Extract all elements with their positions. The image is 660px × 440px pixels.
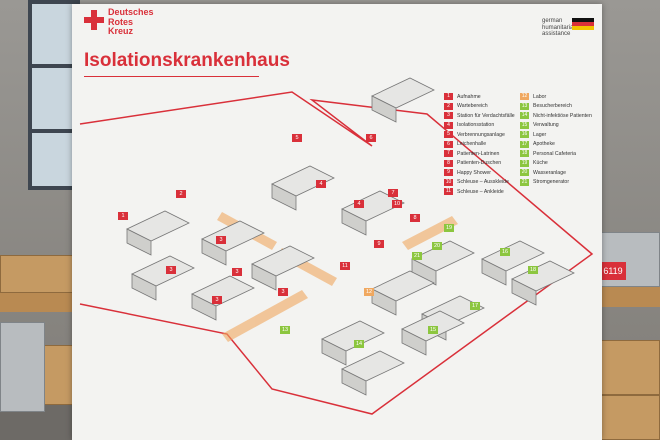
legend-item: 8 Patienten-Duschen (444, 159, 515, 169)
map-marker: 16 (500, 248, 510, 256)
map-marker: 13 (280, 326, 290, 334)
legend-label: Patienten-Latrinen (457, 151, 499, 157)
legend-label: Wasseranlage (533, 170, 566, 176)
legend-label: Schleuse – Ausskleide (457, 179, 509, 185)
legend-label: Patienten-Duschen (457, 160, 501, 166)
legend-item: 16 Lager (520, 130, 592, 140)
legend-label: Station für Verdachtsfälle (457, 113, 515, 119)
legend-number-badge: 6 (444, 141, 453, 148)
legend-item: 12 Labor (520, 92, 592, 102)
legend-item: 11 Schleuse – Ankleide (444, 187, 515, 197)
legend-label: Isolationsstation (457, 122, 494, 128)
legend-number-badge: 4 (444, 122, 453, 129)
map-marker: 6 (366, 134, 376, 142)
legend-item: 9 Happy Shower (444, 168, 515, 178)
legend-number-badge: 20 (520, 169, 529, 176)
legend-number-badge: 15 (520, 122, 529, 129)
map-marker: 3 (212, 296, 222, 304)
legend-label: Apotheke (533, 141, 555, 147)
legend-number-badge: 7 (444, 150, 453, 157)
map-marker: 12 (364, 288, 374, 296)
legend-label: Schleuse – Ankleide (457, 189, 504, 195)
map-marker: 9 (374, 240, 384, 248)
legend-number-badge: 16 (520, 131, 529, 138)
legend-label: Leichenhalle (457, 141, 486, 147)
legend-label: Verbrennungsanlage (457, 132, 505, 138)
legend-item: 7 Patienten-Latrinen (444, 149, 515, 159)
legend-number-badge: 12 (520, 93, 529, 100)
crate-label: 6119 (600, 262, 626, 280)
legend-label: Aufnahme (457, 94, 481, 100)
map-marker: 14 (354, 340, 364, 348)
legend-item: 13 Besucherbereich (520, 102, 592, 112)
legend-number-badge: 8 (444, 160, 453, 167)
legend-number-badge: 18 (520, 150, 529, 157)
map-marker: 3 (278, 288, 288, 296)
legend-number-badge: 1 (444, 93, 453, 100)
legend-item: 3 Station für Verdachtsfälle (444, 111, 515, 121)
map-marker: 21 (412, 252, 422, 260)
legend-item: 19 Küche (520, 159, 592, 169)
legend-number-badge: 11 (444, 188, 453, 195)
map-marker: 18 (528, 266, 538, 274)
map-marker: 19 (444, 224, 454, 232)
legend-item: 4 Isolationsstation (444, 121, 515, 131)
map-marker: 10 (392, 200, 402, 208)
legend-label: Happy Shower (457, 170, 491, 176)
legend-item: 10 Schleuse – Ausskleide (444, 178, 515, 188)
map-marker: 20 (432, 242, 442, 250)
hospital-banner: Deutsches Rotes Kreuz german humanitaria… (72, 4, 602, 440)
legend-item: 15 Verwaltung (520, 121, 592, 131)
legend-label: Verwaltung (533, 122, 559, 128)
map-marker: 15 (428, 326, 438, 334)
legend-right: 12 Labor 13 Besucherbereich 14 Nicht-infektiö… (520, 92, 592, 187)
legend-item: 18 Personal Cafeteria (520, 149, 592, 159)
legend-number-badge: 9 (444, 169, 453, 176)
legend-label: Personal Cafeteria (533, 151, 576, 157)
site-map (72, 4, 602, 440)
legend-item: 5 Verbrennungsanlage (444, 130, 515, 140)
legend-label: Stromgenerator (533, 179, 569, 185)
legend-item: 6 Leichenhalle (444, 140, 515, 150)
map-marker: 17 (470, 302, 480, 310)
legend-number-badge: 17 (520, 141, 529, 148)
legend-number-badge: 13 (520, 103, 529, 110)
legend-number-badge: 19 (520, 160, 529, 167)
map-marker: 4 (354, 200, 364, 208)
legend-item: 20 Wasseranlage (520, 168, 592, 178)
legend-number-badge: 5 (444, 131, 453, 138)
map-marker: 2 (176, 190, 186, 198)
legend-item: 21 Stromgenerator (520, 178, 592, 188)
legend-label: Besucherbereich (533, 103, 572, 109)
storage-crate (0, 322, 45, 412)
legend-number-badge: 21 (520, 179, 529, 186)
map-marker: 3 (232, 268, 242, 276)
legend-label: Wartebereich (457, 103, 488, 109)
legend-number-badge: 10 (444, 179, 453, 186)
map-marker: 5 (292, 134, 302, 142)
legend-label: Küche (533, 160, 548, 166)
map-marker: 11 (340, 262, 350, 270)
map-marker: 4 (316, 180, 326, 188)
legend-item: 17 Apotheke (520, 140, 592, 150)
map-marker: 7 (388, 189, 398, 197)
legend-label: Nicht-infektiöse Patienten (533, 113, 592, 119)
legend-item: 1 Aufnahme (444, 92, 515, 102)
map-marker: 8 (410, 214, 420, 222)
legend-label: Lager (533, 132, 546, 138)
legend-left: 1 Aufnahme 2 Wartebereich 3 Station für Verda… (444, 92, 515, 197)
legend-number-badge: 2 (444, 103, 453, 110)
legend-number-badge: 14 (520, 112, 529, 119)
map-marker: 3 (216, 236, 226, 244)
map-marker: 3 (166, 266, 176, 274)
legend-number-badge: 3 (444, 112, 453, 119)
legend-item: 14 Nicht-infektiöse Patienten (520, 111, 592, 121)
map-marker: 1 (118, 212, 128, 220)
legend-item: 2 Wartebereich (444, 102, 515, 112)
legend-label: Labor (533, 94, 546, 100)
